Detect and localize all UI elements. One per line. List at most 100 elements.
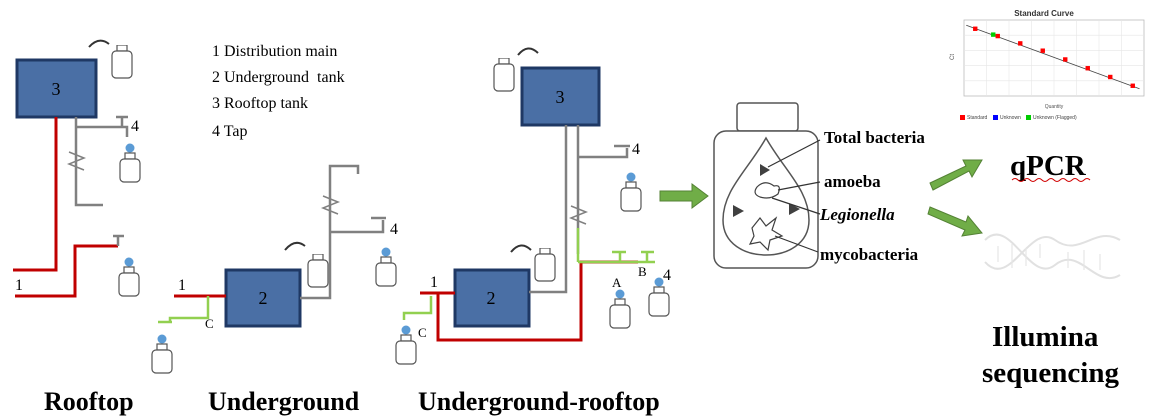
chart-point-flagged bbox=[991, 32, 996, 37]
arrow-to-qpcr bbox=[929, 159, 983, 191]
chart-point-standard bbox=[1018, 41, 1023, 46]
underground-main-number: 1 bbox=[178, 277, 186, 294]
combined-underground-sample-arrow bbox=[510, 244, 532, 253]
pointer-total-bacteria bbox=[767, 139, 821, 168]
legend-flagged-label: Unknown (Flagged) bbox=[1033, 115, 1077, 121]
combined-riser-break bbox=[568, 205, 589, 225]
underground-tap-bottle bbox=[375, 247, 397, 287]
underground-rooftop-system: 3 2 1 C 4 A B 4 Underground-rooftop bbox=[395, 47, 671, 416]
chart-grid bbox=[964, 20, 1144, 96]
label-amoeba: amoeba bbox=[824, 172, 881, 191]
combined-green-pipe bbox=[576, 228, 655, 264]
underground-rooftop-title: Underground-rooftop bbox=[418, 387, 660, 416]
legend-item-1: 1 Distribution main bbox=[212, 43, 337, 60]
chart-point-standard bbox=[1085, 66, 1090, 71]
mycobacteria-shape bbox=[748, 216, 784, 252]
standard-curve-chart: Standard Curve Ct Quantity Standard Unkn… bbox=[950, 9, 1145, 121]
underground-tank-number: 2 bbox=[259, 288, 268, 308]
rooftop-tap-number: 4 bbox=[131, 118, 139, 135]
rooftop-main-pipe bbox=[13, 117, 58, 272]
dna-helix-icon bbox=[984, 233, 1121, 279]
underground-system: 2 1 C 4 Underground bbox=[151, 164, 398, 416]
rooftop-feed-pipe bbox=[15, 244, 118, 298]
label-total-bacteria: Total bacteria bbox=[824, 128, 925, 147]
combined-tap-a-bottle bbox=[609, 289, 631, 329]
legend-standard-label: Standard bbox=[967, 115, 988, 121]
underground-tap-number: 4 bbox=[390, 221, 398, 238]
combined-tap-number-bottom: 4 bbox=[663, 267, 671, 284]
chart-point-standard bbox=[1108, 74, 1113, 80]
illumina-label-line1: Illumina bbox=[992, 321, 1099, 353]
rooftop-system: 3 1 4 Rooftop bbox=[13, 39, 141, 416]
combined-rooftop-tank bbox=[520, 66, 601, 127]
combined-tap-c-bottle bbox=[395, 325, 417, 365]
rooftop-tank-bottle bbox=[111, 45, 133, 79]
chart-point-standard bbox=[973, 26, 978, 31]
rooftop-branch-break bbox=[66, 151, 87, 171]
combined-top-tap-bottle bbox=[620, 172, 642, 212]
qpcr-spellcheck-underline bbox=[1011, 178, 1091, 182]
underground-tap-c-label: C bbox=[205, 316, 214, 331]
rooftop-sample-arrow bbox=[88, 39, 110, 48]
sample-bottle-neck bbox=[736, 102, 799, 132]
underground-tap-c-bottle bbox=[151, 334, 173, 374]
label-mycobacteria: mycobacteria bbox=[820, 245, 919, 264]
legend-item-2: 2 Underground tank bbox=[212, 69, 345, 86]
combined-rooftop-sample-arrow bbox=[517, 47, 539, 56]
combined-underground-tank-number: 2 bbox=[487, 288, 496, 308]
combined-tap-c-label: C bbox=[418, 325, 427, 340]
rooftop-branch-pipe bbox=[74, 117, 129, 207]
legend-unknown-swatch bbox=[993, 115, 998, 120]
total-bacteria-mark-1 bbox=[760, 164, 770, 176]
arrow-to-sequencing bbox=[927, 206, 983, 237]
illumina-label-line2: sequencing bbox=[982, 357, 1119, 389]
underground-tank-bottle bbox=[307, 254, 329, 288]
legend-flagged-swatch bbox=[1026, 115, 1031, 120]
rooftop-main-number: 1 bbox=[15, 277, 23, 294]
legend-unknown-label: Unknown bbox=[1000, 115, 1021, 121]
combined-tap-c-pipe bbox=[402, 296, 433, 320]
combined-rooftop-tank-number: 3 bbox=[556, 87, 565, 107]
combined-main-number: 1 bbox=[430, 274, 438, 291]
chart-legend: Standard Unknown Unknown (Flagged) bbox=[960, 115, 1077, 121]
combined-rooftop-bottle bbox=[493, 58, 515, 92]
combined-tap-b-label: B bbox=[638, 264, 647, 279]
amoeba-shape bbox=[754, 182, 780, 199]
legend-item-3: 3 Rooftop tank bbox=[212, 95, 308, 112]
underground-sample-arrow bbox=[284, 241, 306, 251]
rooftop-tap-bottle bbox=[119, 143, 141, 183]
chart-point-standard bbox=[1040, 48, 1045, 53]
legend: 1 Distribution main 2 Underground tank 3… bbox=[212, 43, 345, 140]
chart-ylabel: Ct bbox=[950, 54, 956, 60]
arrow-to-sample bbox=[659, 183, 709, 209]
combined-tap-a-label: A bbox=[612, 275, 622, 290]
rooftop-title: Rooftop bbox=[44, 387, 134, 416]
chart-point-standard bbox=[1063, 57, 1068, 62]
underground-tank bbox=[224, 268, 302, 328]
pointer-legionella bbox=[771, 197, 821, 215]
combined-underground-tank bbox=[453, 268, 531, 328]
total-bacteria-mark-3 bbox=[789, 203, 800, 215]
sample-analysis: Total bacteria amoeba Legionella mycobac… bbox=[659, 102, 983, 269]
underground-tap-c-pipe bbox=[158, 296, 210, 324]
pointer-amoeba bbox=[777, 181, 821, 191]
rooftop-tank-number: 3 bbox=[52, 79, 61, 99]
rooftop-lower-bottle bbox=[118, 257, 140, 297]
legend-standard-swatch bbox=[960, 115, 965, 120]
chart-xlabel: Quantity bbox=[1045, 104, 1064, 110]
legend-item-4: 4 Tap bbox=[212, 123, 247, 140]
underground-riser-break bbox=[320, 195, 341, 215]
label-legionella: Legionella bbox=[819, 205, 895, 224]
pointer-mycobacteria bbox=[774, 235, 819, 253]
chart-title: Standard Curve bbox=[1014, 9, 1074, 18]
methods: qPCR Illumina sequencing bbox=[982, 150, 1121, 389]
rooftop-lower-tap bbox=[113, 234, 124, 246]
underground-riser-pipe bbox=[300, 164, 385, 300]
chart-points bbox=[966, 24, 1140, 90]
total-bacteria-mark-2 bbox=[733, 205, 744, 217]
chart-point-standard bbox=[995, 33, 1000, 39]
qpcr-label: qPCR bbox=[1010, 150, 1087, 182]
combined-underground-bottle bbox=[534, 248, 556, 282]
underground-title: Underground bbox=[208, 387, 360, 416]
